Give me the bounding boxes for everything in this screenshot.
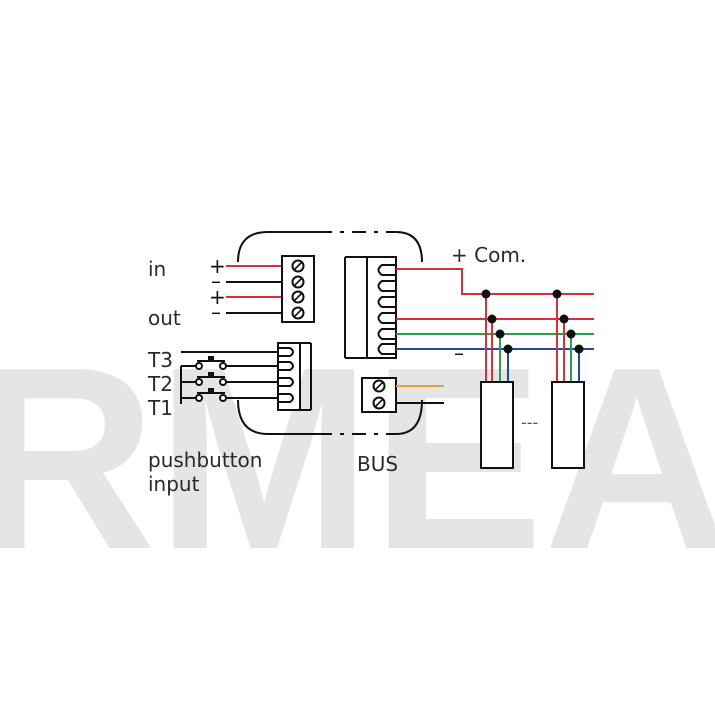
label-t2: T2 [147,372,173,396]
pushbutton-switches [180,351,278,404]
watermark-text: RMEA [0,314,715,604]
screw-icon [291,275,305,289]
screw-icon [372,396,386,410]
label-t3: T3 [147,348,173,372]
power-wires [226,265,282,314]
out-minus-sign: – [211,300,221,324]
in-plus-sign: + [209,254,226,278]
power-terminal-block [281,255,315,323]
label-t1: T1 [147,396,173,420]
junction-dot [552,289,562,299]
bus-minus-sign: – [454,341,464,365]
label-bus: BUS [357,452,398,476]
in-minus-sign: – [211,269,221,293]
ellipsis-label: --- [521,413,538,432]
junction-dot [566,329,576,339]
label-in: in [148,257,166,281]
label-out: out [148,306,181,330]
junction-dot [481,289,491,299]
screw-icon [291,290,305,304]
screw-icon [372,379,386,393]
out-plus-sign: + [209,285,226,309]
pushbutton-connector [277,342,312,411]
led-output-connector [344,256,397,359]
bus-terminal [361,377,444,413]
led-strip-2 [551,381,585,469]
junction-dot [574,344,584,354]
label-com: + Com. [451,243,526,267]
screw-icon [291,259,305,273]
junction-dot [487,314,497,324]
led-bus-wires [396,268,594,382]
led-strip-1 [480,381,514,469]
label-pushbutton: pushbutton [148,448,262,472]
screw-icon [291,306,305,320]
junction-dot [559,314,569,324]
controller-housing [237,231,423,435]
junction-dot [503,344,513,354]
junction-dot [495,329,505,339]
label-pushbutton-input: input [148,472,200,496]
